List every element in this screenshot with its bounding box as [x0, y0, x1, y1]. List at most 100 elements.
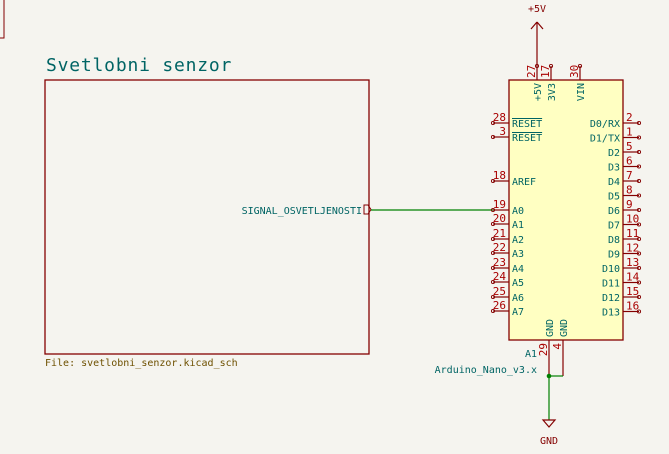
pin-name-bottom-29: GND	[545, 319, 556, 337]
pin-name-left-22: A3	[512, 249, 524, 260]
pin-number-top-30: 30	[568, 65, 581, 78]
pin-end-left-3	[490, 134, 496, 140]
power-5v-arrow-left	[530, 21, 538, 30]
power-5v-arrow-right	[536, 21, 544, 30]
pin-number-left-23: 23	[493, 256, 506, 269]
pin-name-left-23: A4	[512, 264, 524, 275]
pin-number-left-22: 22	[493, 241, 506, 254]
gnd-symbol	[541, 419, 557, 428]
pin-end-top-30	[577, 63, 583, 69]
pin-name-top-27: +5V	[533, 83, 544, 101]
pin-name-right-5: D2	[608, 148, 620, 159]
pin-end-right-15	[636, 294, 642, 300]
pin-number-right-12: 12	[626, 242, 639, 255]
sheet-pin-label: SIGNAL_OSVETLJENOSTI	[242, 206, 362, 217]
pin-end-left-18	[490, 178, 496, 184]
pin-end-right-9	[636, 207, 642, 213]
pin-end-left-23	[490, 265, 496, 271]
right-pins: 2D0/RX1D1/TX5D26D37D48D59D610D711D812D91…	[590, 111, 642, 319]
pin-name-left-21: A2	[512, 235, 524, 246]
pin-name-right-12: D9	[608, 250, 620, 261]
pin-name-left-20: A1	[512, 220, 524, 231]
pin-name-top-17: 3V3	[547, 83, 558, 101]
gnd-junction	[546, 373, 552, 379]
pin-end-right-6	[636, 164, 642, 169]
pin-name-left-26: A7	[512, 307, 524, 318]
pin-number-left-20: 20	[493, 212, 506, 225]
pin-end-right-1	[636, 135, 642, 140]
pin-name-right-9: D6	[608, 206, 620, 217]
gnd-label: GND	[540, 436, 558, 447]
pin-end-right-11	[636, 236, 642, 242]
pin-name-right-13: D10	[602, 264, 620, 275]
power-5v-label: +5V	[528, 4, 546, 15]
pin-number-right-1: 1	[626, 126, 633, 139]
pin-end-right-8	[636, 193, 642, 198]
pin-number-left-21: 21	[493, 227, 506, 240]
pin-end-right-2	[636, 120, 642, 126]
pin-number-right-2: 2	[626, 111, 633, 124]
pin-number-right-11: 11	[626, 227, 639, 240]
pin-end-left-26	[490, 308, 496, 314]
pin-name-right-7: D4	[608, 177, 620, 188]
pin-number-right-7: 7	[626, 169, 633, 182]
pin-number-right-14: 14	[626, 271, 640, 284]
pin-number-right-6: 6	[626, 155, 633, 168]
pin-number-right-13: 13	[626, 256, 639, 269]
pin-name-right-11: D8	[608, 235, 620, 246]
pin-name-left-19: A0	[512, 206, 524, 217]
pin-name-right-2: D0/RX	[590, 119, 620, 130]
pin-end-left-19	[490, 207, 496, 213]
pin-end-right-7	[636, 178, 642, 184]
pin-end-right-14	[636, 280, 642, 285]
sheet-pin-marker[interactable]	[363, 204, 372, 215]
pin-name-right-16: D13	[602, 308, 620, 319]
pin-end-right-5	[636, 149, 642, 155]
pin-name-right-15: D12	[602, 293, 620, 304]
pin-name-left-3: RESET	[512, 133, 542, 144]
pin-number-left-26: 26	[493, 299, 506, 312]
pin-end-left-21	[490, 236, 496, 242]
pin-number-left-25: 25	[493, 285, 506, 298]
pin-end-top-17	[548, 63, 554, 69]
page-corner-mark	[0, 0, 5, 39]
pin-number-right-16: 16	[626, 300, 639, 313]
sheet-title: Svetlobni senzor	[46, 55, 232, 76]
pin-name-right-6: D3	[608, 163, 620, 174]
pin-name-right-10: D7	[608, 221, 620, 232]
pin-end-left-25	[490, 294, 496, 300]
pin-number-left-24: 24	[493, 270, 507, 283]
pin-end-left-22	[490, 250, 496, 256]
pin-name-left-25: A6	[512, 293, 524, 304]
pin-name-left-28: RESET	[512, 119, 542, 130]
component-ref: A1	[525, 349, 537, 360]
pin-name-right-8: D5	[608, 192, 620, 203]
pin-number-right-15: 15	[626, 285, 639, 298]
pin-name-left-24: A5	[512, 278, 524, 289]
pin-end-right-13	[636, 265, 642, 271]
pin-number-right-10: 10	[626, 213, 639, 226]
pin-end-right-12	[636, 251, 642, 256]
pin-number-right-5: 5	[626, 140, 633, 153]
pin-number-bottom-4: 4	[551, 343, 564, 350]
pin-number-left-3: 3	[499, 125, 506, 138]
pin-name-right-1: D1/TX	[590, 134, 620, 145]
component-value: Arduino_Nano_v3.x	[435, 365, 537, 376]
pin-number-left-19: 19	[493, 198, 506, 211]
pin-number-left-18: 18	[493, 169, 506, 182]
pin-name-right-14: D11	[602, 279, 620, 290]
pin-end-left-20	[490, 221, 496, 227]
pin-number-left-28: 28	[493, 111, 506, 124]
pin-end-left-24	[490, 279, 496, 285]
sheet-box[interactable]	[44, 79, 370, 355]
pin-name-bottom-4: GND	[559, 319, 570, 337]
pin-end-top-27	[534, 63, 540, 69]
pin-number-top-17: 17	[539, 65, 552, 78]
pin-end-left-28	[490, 120, 496, 126]
sheet-file-label: File: svetlobni_senzor.kicad_sch	[45, 358, 238, 369]
pin-end-right-16	[636, 309, 642, 314]
pin-name-left-18: AREF	[512, 177, 536, 188]
